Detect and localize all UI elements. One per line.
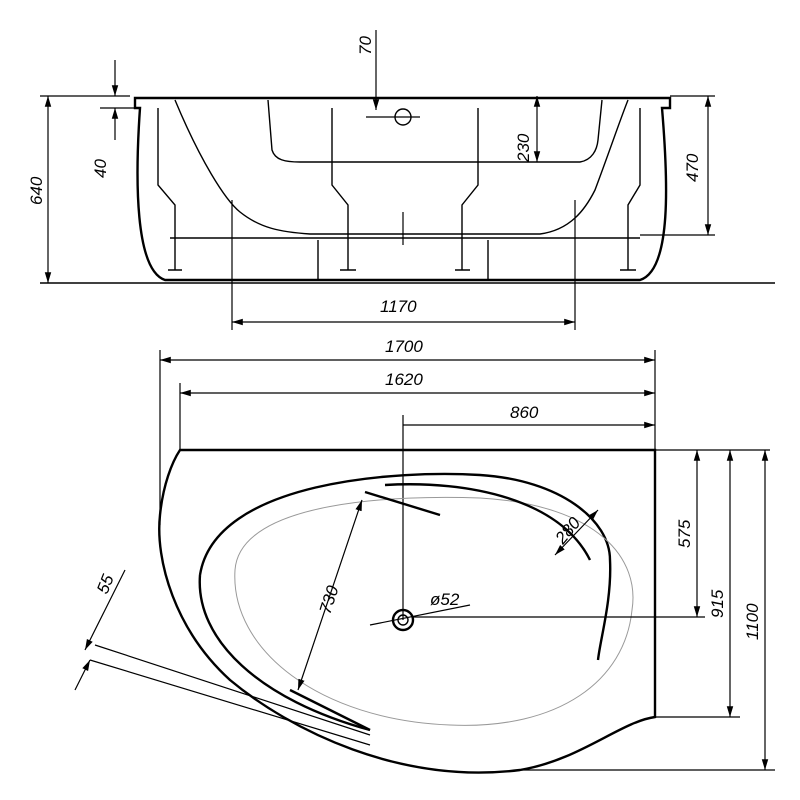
dim-rim-label: 40: [91, 159, 110, 178]
tub-outline: [158, 448, 657, 774]
dim-height-label: 640: [27, 176, 46, 205]
dim-drain-offset-y-label: 575: [675, 519, 694, 548]
dim-top-offset-label: 70: [356, 36, 375, 55]
drain-icon: [369, 604, 471, 632]
dim-drain-diameter-label: ø52: [430, 590, 460, 609]
tub-outer-shell: [133, 96, 672, 282]
support-legs: [157, 108, 641, 280]
dim-inner-length-label: 1620: [385, 370, 423, 389]
tub-step-profile: [267, 99, 603, 163]
dim-basin-depth-label: 470: [683, 153, 702, 182]
dim-bottom-length-label: 1170: [380, 297, 417, 316]
dim-short-width-label: 915: [708, 589, 727, 618]
dim-width-label: 1100: [743, 603, 762, 640]
tub-rim-inner: [198, 472, 612, 661]
basin-outline: [234, 496, 634, 726]
tub-basin-profile: [174, 99, 629, 235]
dim-length-label: 1700: [385, 337, 423, 356]
plan-view: 1700 1620 860 55 ø52 575 915 1100: [74, 337, 775, 774]
dim-basin-width-label: 730: [316, 583, 343, 616]
side-view: 640 40 70 230 470 1170: [27, 30, 775, 330]
dim-drain-offset-x-label: 860: [510, 403, 539, 422]
dim-step-depth-label: 230: [514, 133, 533, 163]
